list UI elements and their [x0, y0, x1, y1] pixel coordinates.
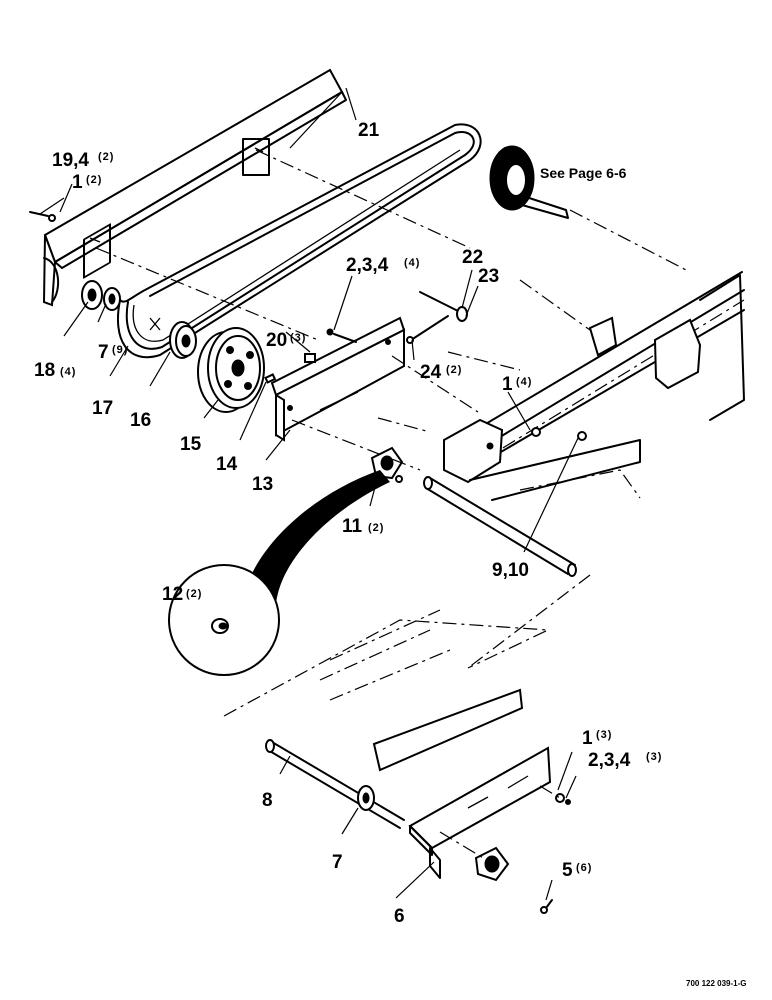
callout-2-3-4-lower: 2,3,4 (3) [588, 750, 662, 771]
svg-text:(2): (2) [98, 151, 114, 163]
detail-bubble [168, 470, 390, 676]
flange-bearing-6-part [474, 846, 510, 882]
svg-text:(4): (4) [404, 257, 420, 269]
svg-text:1: 1 [72, 172, 83, 193]
callout-12: 12(2) [162, 584, 202, 605]
svg-text:20: 20 [266, 330, 287, 351]
bearing-7-lower-part [357, 785, 375, 811]
svg-text:19,4: 19,4 [52, 150, 89, 171]
svg-text:23: 23 [478, 266, 499, 287]
svg-text:13: 13 [252, 474, 273, 495]
callout-7-top: 7(9) [98, 342, 128, 363]
callout-7-lower: 7 [332, 852, 343, 873]
callout-2-3-4-top: 2,3,4 (4) [346, 255, 420, 276]
bolt-set-part [326, 328, 357, 343]
svg-text:(2): (2) [86, 174, 102, 186]
callout-1-top: 1(2) [72, 172, 102, 193]
svg-text:1: 1 [502, 374, 513, 395]
svg-text:9,10: 9,10 [492, 560, 529, 581]
svg-text:12: 12 [162, 584, 183, 605]
callout-8: 8 [262, 790, 273, 811]
svg-text:17: 17 [92, 398, 113, 419]
small-pulley-part [149, 317, 197, 359]
svg-text:(2): (2) [186, 588, 202, 600]
callout-1-mid: 1(4) [502, 374, 532, 395]
callout-21: 21 [358, 120, 380, 141]
svg-text:(9): (9) [112, 344, 128, 356]
callout-17: 17 [92, 398, 113, 419]
bearing-7-part [103, 287, 121, 311]
lower-shaft-part [265, 739, 405, 829]
drawing-code: 700 122 039-1-G [686, 979, 747, 988]
svg-text:8: 8 [262, 790, 273, 811]
bracket-part [270, 316, 406, 442]
svg-text:16: 16 [130, 410, 151, 431]
header-frame-part [443, 271, 745, 501]
alignment-lines [95, 149, 691, 863]
svg-text:(3): (3) [596, 729, 612, 741]
callout-23: 23 [478, 266, 499, 287]
sprocket-part [489, 145, 569, 219]
callout-11: 11 (2) [342, 516, 384, 537]
svg-text:(6): (6) [576, 862, 592, 874]
clip-19-part [29, 211, 56, 222]
callout-14: 14 [216, 454, 238, 475]
callout-5: 5(6) [562, 860, 592, 881]
bolt-5-part [540, 899, 553, 914]
svg-text:2,3,4: 2,3,4 [588, 750, 631, 771]
v-belt-part [116, 123, 482, 359]
bearing-18-part [81, 280, 103, 310]
svg-text:15: 15 [180, 434, 202, 455]
callout-19-4: 19,4 (2) [52, 150, 114, 171]
svg-text:11: 11 [342, 516, 363, 537]
adjuster-rod-part [406, 291, 468, 344]
washer-set-lower-part [555, 793, 571, 805]
svg-text:(2): (2) [368, 522, 384, 534]
callout-6: 6 [394, 906, 405, 927]
svg-text:(4): (4) [516, 376, 532, 388]
key-part [264, 373, 277, 384]
svg-text:7: 7 [332, 852, 343, 873]
belt-shield-part [42, 68, 347, 307]
leader-lines [39, 87, 579, 901]
callout-20: 20(3) [266, 330, 306, 351]
svg-text:18: 18 [34, 360, 55, 381]
lower-assembly-part [223, 574, 591, 879]
svg-text:(4): (4) [60, 366, 76, 378]
svg-text:(3): (3) [290, 332, 306, 344]
svg-text:7: 7 [98, 342, 109, 363]
svg-text:5: 5 [562, 860, 573, 881]
callout-13: 13 [252, 474, 273, 495]
drive-shaft-part [423, 476, 577, 577]
svg-text:14: 14 [216, 454, 238, 475]
svg-text:1: 1 [582, 728, 593, 749]
callout-24: 24 (2) [420, 362, 462, 383]
svg-text:24: 24 [420, 362, 442, 383]
callout-1-lower: 1(3) [582, 728, 612, 749]
svg-text:(3): (3) [646, 751, 662, 763]
svg-text:21: 21 [358, 120, 380, 141]
callout-22: 22 [462, 247, 483, 268]
callout-9-10: 9,10 [492, 560, 529, 581]
svg-text:2,3,4: 2,3,4 [346, 255, 389, 276]
large-pulley-part [197, 327, 265, 413]
svg-text:22: 22 [462, 247, 483, 268]
callout-16: 16 [130, 410, 151, 431]
svg-text:6: 6 [394, 906, 405, 927]
callout-18: 18 (4) [34, 360, 76, 381]
callout-15: 15 [180, 434, 202, 455]
see-page-note: See Page 6-6 [540, 165, 627, 181]
svg-text:(2): (2) [446, 364, 462, 376]
